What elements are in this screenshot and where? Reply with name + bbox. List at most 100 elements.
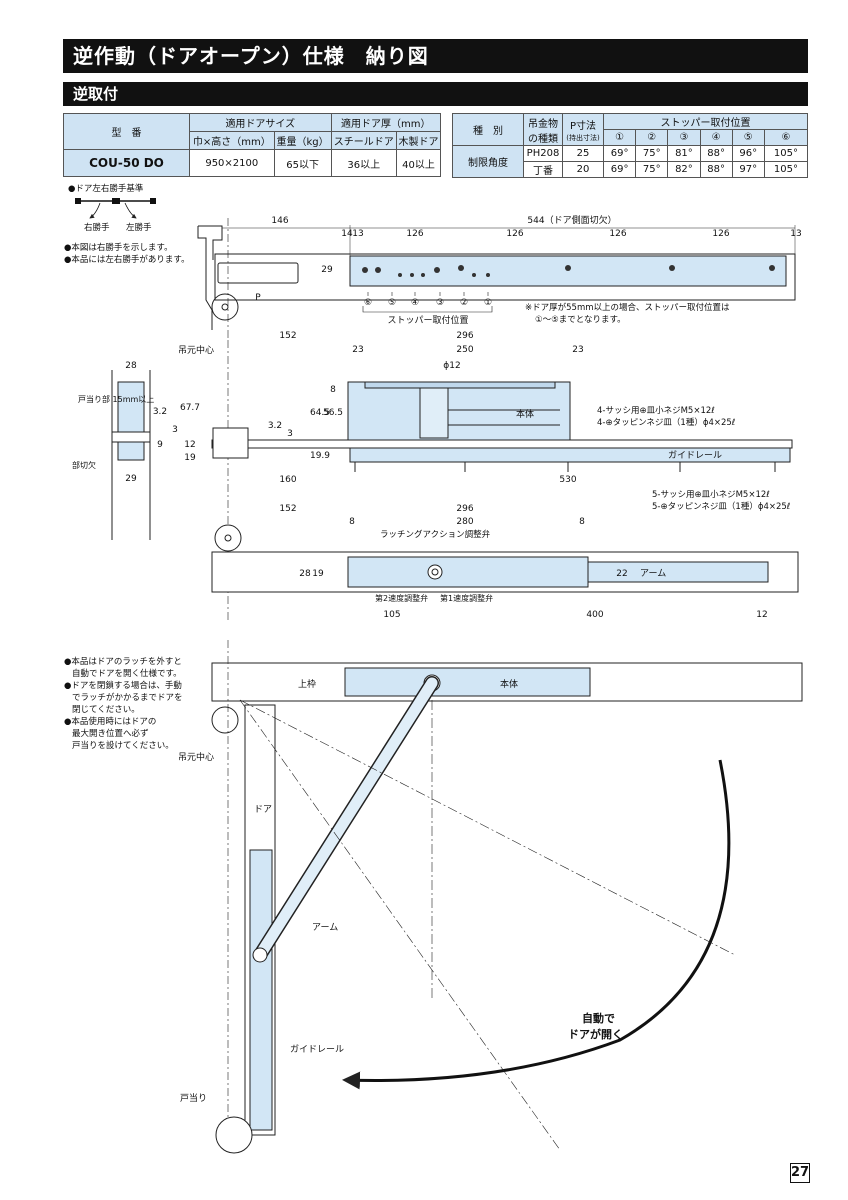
- d2-dim-3b: 3: [287, 429, 293, 439]
- d2-dim-67-7: 67.7: [180, 403, 200, 413]
- angle-2-6: 105°: [763, 161, 809, 178]
- drawing-top-view: [197, 218, 796, 340]
- circled-1: ①: [484, 298, 492, 308]
- op-note-8: 戸当りを設けてください。: [72, 741, 174, 751]
- stopper-leaders: [362, 292, 493, 313]
- auto-open-1: 自動で: [582, 1011, 615, 1025]
- d2-screw-4: 5-⊕タッピンネジ皿（1種）ϕ4×25ℓ: [652, 501, 790, 512]
- d2-cutout: 部切欠: [72, 460, 96, 470]
- d2-body-label: 本体: [516, 408, 534, 420]
- hand-symbol-icon: [75, 198, 156, 219]
- stopper-holes: [362, 265, 775, 277]
- d2-rail-label: ガイドレール: [668, 450, 722, 461]
- stopper-position-label: ストッパー取付位置: [387, 314, 468, 326]
- op-note-4: でラッチがかかるまでドアを: [72, 693, 183, 703]
- d2-dim-12: 12: [184, 440, 195, 450]
- d2-dim-152: 152: [279, 331, 296, 341]
- op-note-5: 閉じてください。: [72, 705, 140, 715]
- d4-arm-label: アーム: [312, 922, 338, 933]
- d1-dim-14: 14: [341, 229, 353, 239]
- angle-2-3: 82°: [667, 161, 701, 178]
- d2-dim-64-5: 64.5: [310, 408, 330, 418]
- d2-dim-296: 296: [456, 331, 473, 341]
- d3-dim-12: 12: [756, 610, 767, 620]
- d3-dim-152: 152: [279, 504, 296, 514]
- d3-dim-19: 19: [312, 569, 324, 579]
- d3-dim-28: 28: [299, 569, 311, 579]
- d1-dim-146: 146: [271, 216, 288, 226]
- hand-title: ●ドア左右勝手基準: [68, 184, 144, 194]
- d2-dim-3-2b: 3.2: [268, 421, 282, 431]
- section-title: 逆取付: [63, 82, 808, 106]
- hand-note-2: ●本品には左右勝手があります。: [64, 255, 190, 265]
- row-label: 制限角度: [452, 145, 524, 178]
- d1-dim-126-1: 126: [406, 229, 423, 239]
- col-p-label: P寸法: [569, 120, 597, 132]
- circled-3: ③: [436, 298, 444, 308]
- d2-dim-9: 9: [157, 440, 163, 450]
- d1-dim-13b: 13: [790, 229, 801, 239]
- d2-dim-3-2a: 3.2: [153, 407, 167, 417]
- d3-arm-label: アーム: [640, 568, 666, 579]
- speed2-valve-label: 第2速度調整弁: [375, 593, 428, 603]
- sub-weight: 重量（kg）: [273, 131, 332, 150]
- stopper-angle-table: 種 別 吊金物の種類 P寸法 (持出寸法) ストッパー取付位置 ① ② ③ ④ …: [452, 113, 809, 178]
- d2-dim-250: 250: [456, 345, 473, 355]
- d2-dim-23b: 23: [572, 345, 583, 355]
- d4-top-frame: 上枠: [298, 678, 316, 690]
- d1-dim-13a: 13: [352, 229, 363, 239]
- speed1-valve-label: 第1速度調整弁: [440, 593, 493, 603]
- d2-screw-1: 4-サッシ用⊕皿小ネジM5×12ℓ: [597, 405, 715, 416]
- d2-dim-29: 29: [125, 474, 137, 484]
- d3-dim-280: 280: [456, 517, 473, 527]
- d2-dim-160: 160: [279, 475, 296, 485]
- left-hand-label: 左勝手: [126, 223, 152, 233]
- d4-rail-label: ガイドレール: [290, 1044, 344, 1055]
- circled-4: ④: [411, 298, 419, 308]
- pos-5: ⑤: [731, 129, 765, 146]
- d1-note-2: ①〜⑤までとなります。: [535, 315, 626, 325]
- d1-dim-p: P: [255, 293, 261, 303]
- col-door-thickness: 適用ドア厚（mm）: [330, 113, 442, 132]
- col-model: 型 番: [63, 113, 190, 150]
- d1-note-1: ※ドア厚が55mm以上の場合、ストッパー取付位置は: [525, 302, 730, 313]
- wood-cell: 40以上: [396, 149, 441, 177]
- page-title: 逆作動（ドアオープン）仕様 納り図: [63, 39, 808, 73]
- d3-dim-400: 400: [586, 610, 603, 620]
- d1-dim-126-3: 126: [609, 229, 626, 239]
- drawing-plan-view: [211, 524, 799, 593]
- d1-dim-544: 544（ドア側面切欠）: [527, 214, 616, 226]
- col-stopper: ストッパー取付位置: [603, 113, 808, 130]
- d2-dim-3: 3: [172, 425, 178, 435]
- model-cell: COU-50 DO: [63, 149, 190, 177]
- drawing-swing-view: [211, 640, 803, 1154]
- d2-stop-label: 戸当り部 15mm以上: [78, 394, 154, 404]
- steel-cell: 36以上: [330, 149, 398, 177]
- pos-4: ④: [699, 129, 733, 146]
- d1-dim-29: 29: [321, 265, 333, 275]
- hinge-2: 丁番: [523, 161, 563, 178]
- drawing-side-view: [111, 340, 793, 620]
- weight-cell: 65以下: [273, 149, 332, 177]
- hand-note-1: ●本図は右勝手を示します。: [64, 243, 173, 253]
- circled-6: ⑥: [364, 298, 372, 308]
- col-door-size: 適用ドアサイズ: [189, 113, 332, 132]
- d2-dim-8: 8: [330, 385, 336, 395]
- sub-size: 巾×高さ（mm）: [189, 131, 275, 150]
- d2-pivot-center: 吊元中心: [178, 344, 214, 356]
- op-note-1: ●本品はドアのラッチを外すと: [64, 657, 182, 667]
- d4-body-label: 本体: [500, 678, 518, 690]
- d3-dim-296: 296: [456, 504, 473, 514]
- op-note-7: 最大開き位置へ必ず: [72, 729, 149, 739]
- circled-5: ⑤: [388, 298, 396, 308]
- d2-screw-3: 5-サッシ用⊕皿小ネジM5×12ℓ: [652, 489, 770, 500]
- pos-6: ⑥: [763, 129, 809, 146]
- d1-dim-126-2: 126: [506, 229, 523, 239]
- col-type: 種 別: [452, 113, 524, 146]
- d2-dim-phi12: ϕ12: [443, 361, 460, 371]
- d3-dim-22: 22: [616, 569, 627, 579]
- page-number: 27: [790, 1163, 810, 1183]
- d3-dim-105: 105: [383, 610, 400, 620]
- latch-valve-label: ラッチングアクション調整弁: [380, 529, 491, 540]
